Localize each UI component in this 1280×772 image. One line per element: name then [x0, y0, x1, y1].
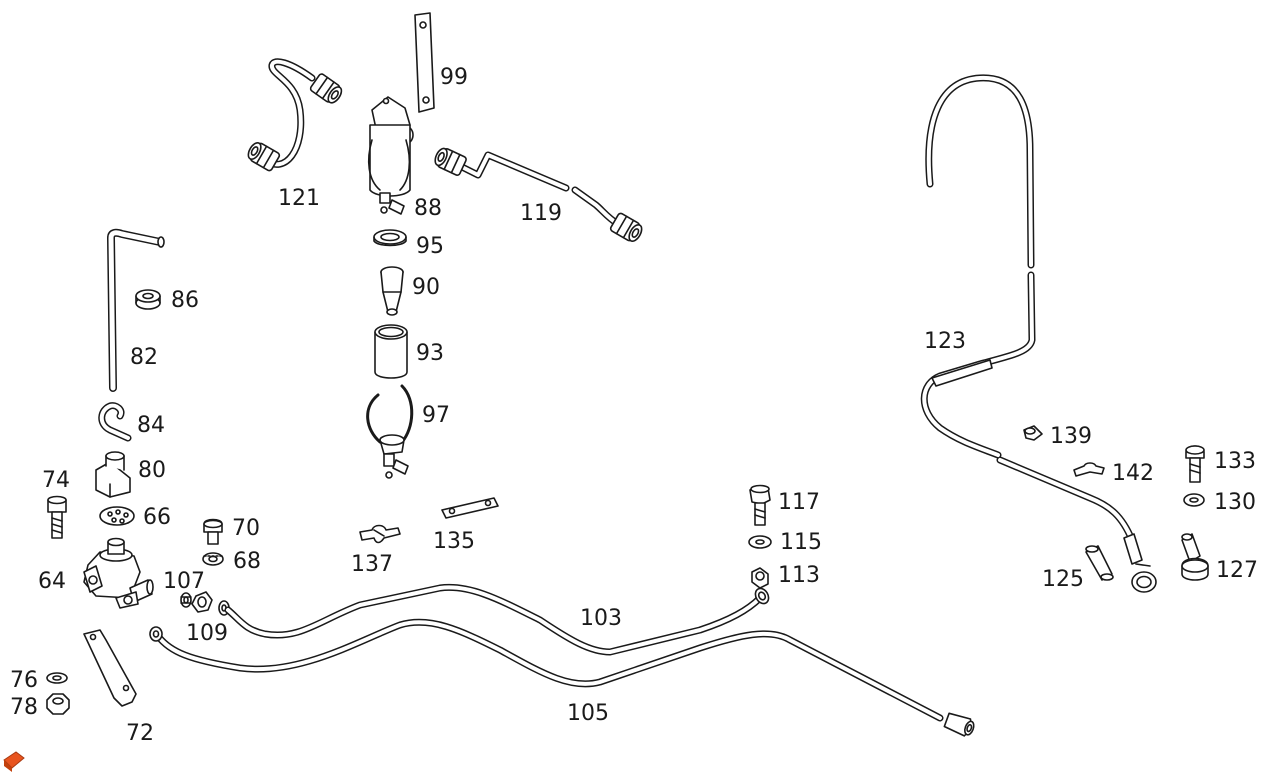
- callout-139: 139: [1050, 424, 1092, 449]
- callout-137: 137: [351, 552, 393, 577]
- callout-107: 107: [163, 569, 205, 594]
- callout-68: 68: [233, 549, 261, 574]
- part-66-gasket[interactable]: [100, 507, 134, 525]
- callout-103: 103: [580, 606, 622, 631]
- callout-88: 88: [414, 196, 442, 221]
- part-130-washer[interactable]: [1184, 494, 1204, 506]
- callout-125: 125: [1042, 567, 1084, 592]
- part-80-bracket[interactable]: [96, 452, 130, 497]
- part-74-bolt[interactable]: [48, 497, 66, 539]
- part-142-clip[interactable]: [1074, 463, 1104, 476]
- callout-76: 76: [10, 668, 38, 693]
- part-68-washer[interactable]: [203, 553, 223, 565]
- callout-90: 90: [412, 275, 440, 300]
- part-99-strap[interactable]: [415, 13, 434, 112]
- callout-115: 115: [780, 530, 822, 555]
- callout-133: 133: [1214, 449, 1256, 474]
- part-82-rod[interactable]: [111, 233, 164, 388]
- callout-135: 135: [433, 529, 475, 554]
- part-95-washer[interactable]: [374, 230, 406, 246]
- callout-78: 78: [10, 695, 38, 720]
- callout-113: 113: [778, 563, 820, 588]
- part-84-clip[interactable]: [102, 406, 128, 438]
- callout-74: 74: [42, 468, 70, 493]
- callout-142: 142: [1112, 461, 1154, 486]
- part-117-bolt[interactable]: [750, 486, 770, 526]
- part-72-bracket[interactable]: [84, 630, 136, 706]
- part-103-pipe[interactable]: [228, 586, 771, 652]
- corner-marker-icon: [3, 751, 25, 772]
- callout-97: 97: [422, 403, 450, 428]
- callout-82: 82: [130, 345, 158, 370]
- part-76-washer[interactable]: [47, 673, 67, 683]
- callout-123: 123: [924, 329, 966, 354]
- callout-127: 127: [1216, 558, 1258, 583]
- part-113-union[interactable]: [752, 568, 768, 588]
- callout-labels: 99 121 88 95 119 90 86 82 93 97 84 80 74…: [10, 65, 1258, 746]
- callout-93: 93: [416, 341, 444, 366]
- callout-130: 130: [1214, 490, 1256, 515]
- part-70-bolt[interactable]: [204, 520, 222, 545]
- part-137-clip[interactable]: [360, 526, 400, 543]
- part-107-seal[interactable]: [181, 593, 191, 607]
- part-90-filter-element[interactable]: [381, 267, 403, 315]
- part-109-nut[interactable]: [192, 592, 229, 615]
- callout-86: 86: [171, 288, 199, 313]
- callout-121: 121: [278, 186, 320, 211]
- callout-80: 80: [138, 458, 166, 483]
- callout-70: 70: [232, 516, 260, 541]
- part-135-strap[interactable]: [442, 498, 498, 518]
- part-97-clamp[interactable]: [368, 386, 412, 478]
- callout-99: 99: [440, 65, 468, 90]
- callout-117: 117: [778, 490, 820, 515]
- part-127-banjo[interactable]: [1182, 534, 1208, 580]
- callout-95: 95: [416, 234, 444, 259]
- callout-109: 109: [186, 621, 228, 646]
- part-133-bolt[interactable]: [1186, 446, 1204, 482]
- callout-119: 119: [520, 201, 562, 226]
- part-88-fuel-filter[interactable]: [369, 97, 413, 214]
- part-86-grommet[interactable]: [136, 290, 160, 309]
- part-93-bowl[interactable]: [375, 325, 407, 378]
- part-139-grommet[interactable]: [1024, 426, 1042, 440]
- part-105-pipe[interactable]: [150, 622, 976, 738]
- callout-66: 66: [143, 505, 171, 530]
- callout-64: 64: [38, 569, 66, 594]
- callout-72: 72: [126, 721, 154, 746]
- part-78-nut[interactable]: [47, 694, 69, 714]
- part-123-pipe[interactable]: [924, 78, 1156, 592]
- part-119-pipe[interactable]: [432, 146, 644, 244]
- callout-105: 105: [567, 701, 609, 726]
- part-121-pipe[interactable]: [245, 62, 344, 172]
- part-125-sleeve[interactable]: [1086, 546, 1113, 580]
- part-115-washer[interactable]: [749, 536, 771, 548]
- part-64-housing[interactable]: [84, 539, 153, 609]
- callout-84: 84: [137, 413, 165, 438]
